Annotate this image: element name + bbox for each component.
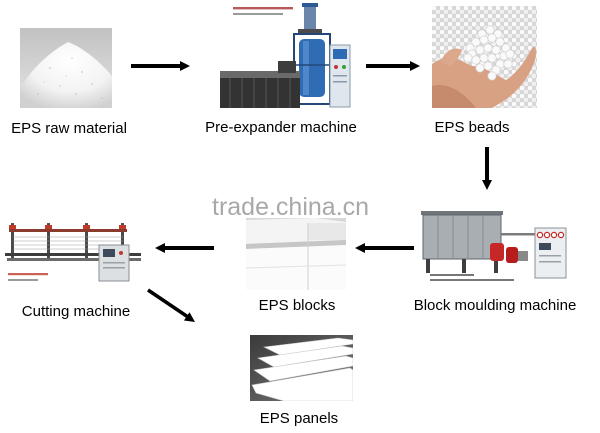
arrow-cutting-to-panels: [148, 290, 195, 322]
pre-expander-machine-image: [218, 3, 352, 111]
step-label-cutting-machine: Cutting machine: [0, 303, 152, 321]
hopper: [298, 3, 322, 34]
control-cabinet: [535, 228, 566, 278]
arrow-pre-expander-to-beads: [366, 61, 420, 71]
arrow-blocks-to-cutting: [155, 243, 214, 253]
control-cabinet: [330, 45, 350, 107]
illegible-caption-marks: [233, 7, 293, 15]
block-moulding-machine-image: [418, 205, 570, 287]
eps-blocks-image: [246, 218, 346, 290]
illegible-caption-marks: [8, 273, 48, 281]
step-label-eps-raw-material: EPS raw material: [0, 120, 138, 138]
step-label-eps-panels: EPS panels: [239, 410, 359, 428]
eps-panels-image: [250, 335, 353, 401]
arrow-raw-to-pre-expander: [131, 61, 190, 71]
watermark-text: trade.china.cn: [212, 193, 369, 221]
mould-body: [421, 211, 503, 273]
step-label-block-moulding-machine: Block moulding machine: [405, 297, 585, 315]
control-cabinet: [99, 245, 129, 281]
step-label-pre-expander-machine: Pre-expander machine: [181, 119, 381, 137]
fluidized-dryer-bed: [220, 61, 300, 108]
cutting-machine-image: [3, 205, 145, 287]
eps-beads-image: [432, 6, 537, 108]
illegible-caption-marks: [430, 274, 514, 281]
step-label-eps-beads: EPS beads: [412, 119, 532, 137]
arrow-block-moulding-to-blocks: [355, 243, 414, 253]
arrow-beads-to-block-moulding: [482, 147, 492, 190]
eps-raw-material-image: [20, 28, 112, 108]
step-label-eps-blocks: EPS blocks: [237, 297, 357, 315]
